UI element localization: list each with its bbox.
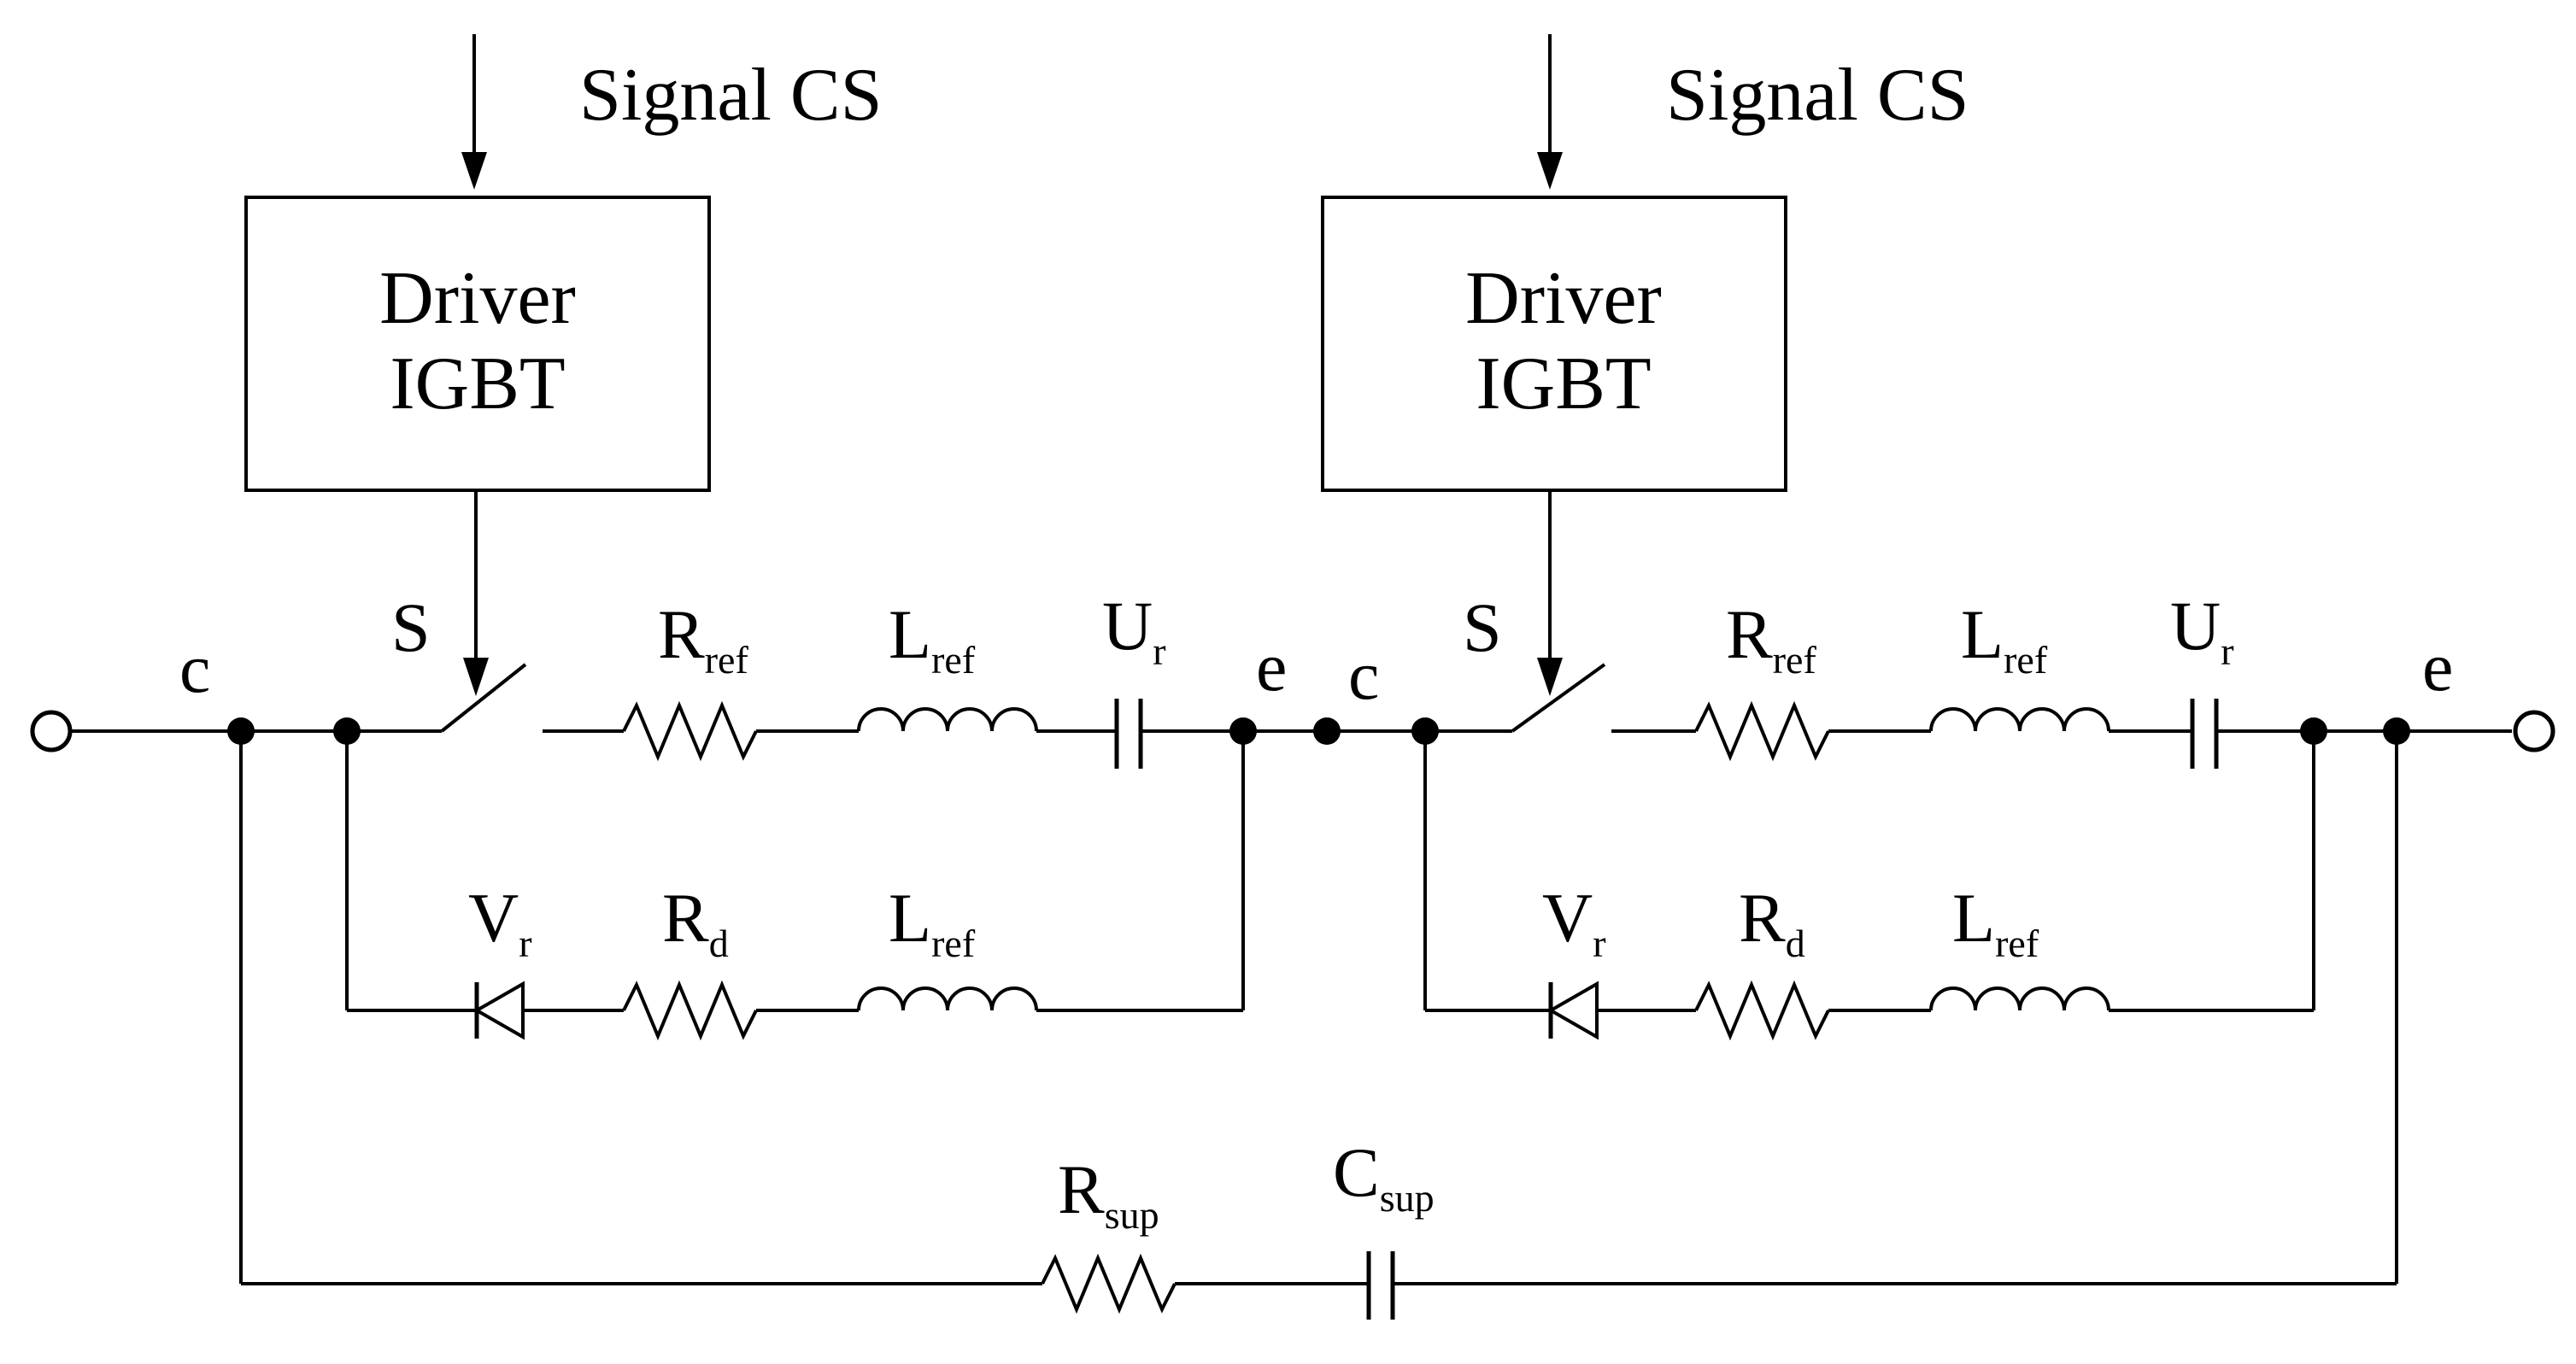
resistor-r-ref-2 bbox=[1694, 700, 1830, 762]
node-e-label-2: e bbox=[2422, 628, 2453, 705]
r-d-label-2: Rd bbox=[1739, 879, 1805, 965]
node-c-label-2: c bbox=[1348, 636, 1379, 714]
signal-label-2: Signal CS bbox=[1666, 54, 1969, 137]
l-ref-bottom-label-1: Lref bbox=[889, 879, 976, 965]
node-e-label-1: e bbox=[1256, 628, 1287, 705]
signal-label-1: Signal CS bbox=[579, 54, 883, 137]
resistor-r-d-1 bbox=[622, 980, 758, 1041]
resistor-r-d-2 bbox=[1694, 980, 1830, 1041]
signal-arrow-2 bbox=[1537, 34, 1563, 190]
input-terminal bbox=[30, 710, 73, 752]
switch-blade-2 bbox=[1511, 663, 1606, 733]
driver-label-2-line1: Driver bbox=[1465, 257, 1662, 340]
switch-label-1: S bbox=[391, 588, 431, 666]
diode-v-r-2 bbox=[1546, 981, 1599, 1040]
driver-box-2 bbox=[1321, 196, 1787, 492]
l-ref-top-label-1: Lref bbox=[889, 595, 976, 682]
l-ref-bottom-label-2: Lref bbox=[1952, 879, 2039, 965]
inductor-l-ref-bottom-2 bbox=[1929, 986, 2110, 1011]
capacitor-u-r-1 bbox=[1114, 699, 1143, 769]
u-r-label-2: Ur bbox=[2170, 587, 2234, 673]
output-terminal bbox=[2513, 710, 2555, 752]
inductor-l-ref-top-1 bbox=[857, 707, 1038, 732]
r-ref-label-1: Rref bbox=[658, 595, 748, 682]
switch-label-2: S bbox=[1463, 588, 1502, 666]
signal-arrow-1 bbox=[461, 34, 487, 190]
inductor-l-ref-top-2 bbox=[1929, 707, 2110, 732]
driver-label-1-line1: Driver bbox=[379, 257, 576, 340]
driver-label-1-line2: IGBT bbox=[390, 342, 565, 425]
node-c-label-1: c bbox=[179, 629, 210, 707]
driver-arrow-1 bbox=[463, 490, 489, 696]
capacitor-u-r-2 bbox=[2190, 699, 2219, 769]
resistor-r-sup bbox=[1041, 1253, 1177, 1314]
r-sup-label: Rsup bbox=[1058, 1150, 1159, 1237]
inter-stage-dot bbox=[1313, 717, 1341, 745]
inductor-l-ref-bottom-1 bbox=[857, 986, 1038, 1011]
switch-blade-1 bbox=[440, 663, 527, 733]
r-ref-label-2: Rref bbox=[1726, 595, 1816, 682]
snubber-branch: Rsup Csup bbox=[239, 731, 2398, 1320]
stage-2: Signal CS Driver IGBT c S Rref Lref Ur bbox=[1321, 34, 2555, 1041]
c-sup-label: Csup bbox=[1333, 1133, 1435, 1220]
l-ref-top-label-2: Lref bbox=[1961, 595, 2048, 682]
driver-arrow-2 bbox=[1537, 490, 1563, 696]
v-r-label-2: Vr bbox=[1542, 879, 1606, 965]
stage-1: Signal CS Driver IGBT c S Rref Lref bbox=[30, 34, 1287, 1041]
driver-label-2-line2: IGBT bbox=[1476, 342, 1651, 425]
r-d-label-1: Rd bbox=[662, 879, 729, 965]
u-r-label-1: Ur bbox=[1102, 587, 1166, 673]
diode-v-r-1 bbox=[472, 981, 525, 1040]
v-r-label-1: Vr bbox=[468, 879, 532, 965]
capacitor-c-sup bbox=[1366, 1251, 1395, 1320]
resistor-r-ref-1 bbox=[622, 700, 758, 762]
